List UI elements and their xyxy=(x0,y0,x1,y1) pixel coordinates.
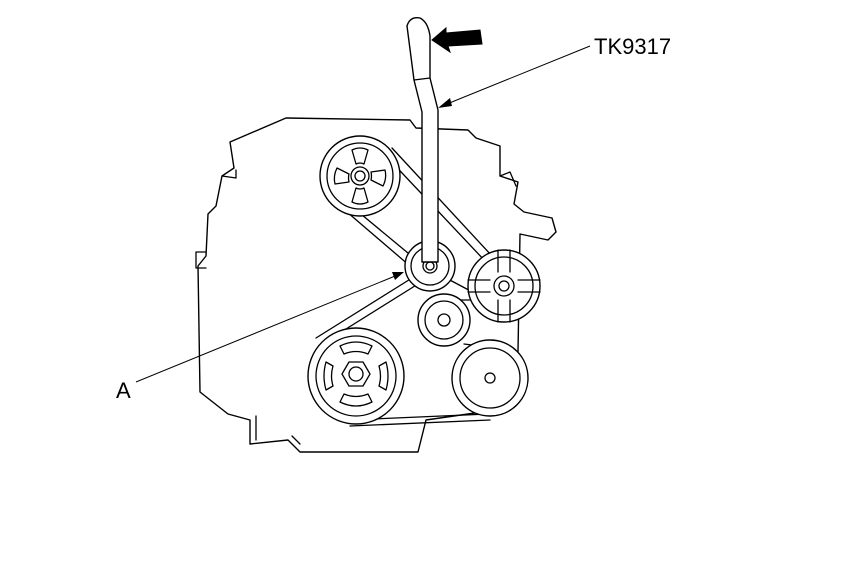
special-tool-bar xyxy=(406,16,439,271)
idler-pulley xyxy=(417,293,471,347)
fan-pulley xyxy=(467,249,541,323)
lower-right-pulley xyxy=(451,339,529,417)
crankshaft-pulley xyxy=(307,327,405,425)
push-direction-arrow-icon xyxy=(431,26,483,54)
upper-pulley xyxy=(319,135,401,217)
component-a-label: A xyxy=(116,378,131,403)
tool-number-label: TK9317 xyxy=(594,34,671,59)
leader-lines xyxy=(135,45,591,383)
